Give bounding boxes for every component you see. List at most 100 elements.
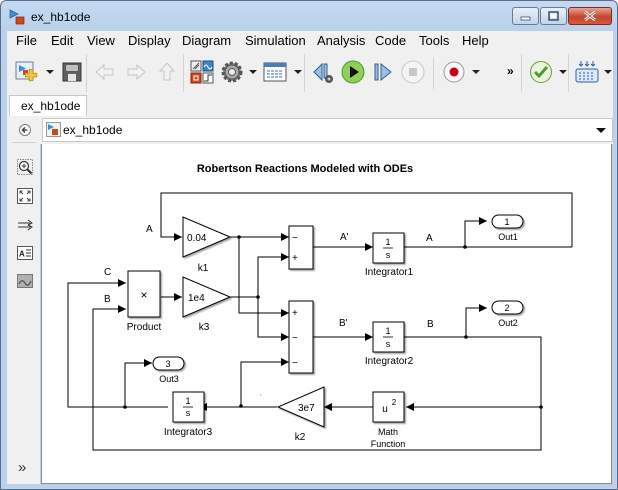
sum-block-1[interactable]: − + xyxy=(288,225,314,270)
tab-ex-hb1ode[interactable]: ex_hb1ode xyxy=(9,95,87,116)
step-forward-icon[interactable] xyxy=(371,60,395,84)
build-dropdown-caret[interactable] xyxy=(604,70,612,74)
int1-label: Integrator1 xyxy=(365,267,414,278)
integrator-block-3[interactable]: 1 s Integrator3 xyxy=(164,391,213,438)
tab-strip: ex_hb1ode xyxy=(7,93,613,116)
run-icon[interactable] xyxy=(341,60,365,84)
signal-routing-icon[interactable] xyxy=(17,217,33,233)
signal-b-to-out2 xyxy=(465,304,487,337)
junction-dots xyxy=(123,235,543,409)
up-icon[interactable] xyxy=(155,60,179,84)
outport-1[interactable]: 1 Out1 xyxy=(491,214,524,242)
int1-den: s xyxy=(386,250,391,260)
toolbar-overflow-button[interactable]: » xyxy=(507,64,514,78)
model-path-bar[interactable]: ex_hb1ode xyxy=(42,118,613,142)
save-icon[interactable] xyxy=(60,60,84,84)
signal-k3-to-sum2 xyxy=(257,297,289,341)
menu-diagram[interactable]: Diagram xyxy=(182,33,232,48)
signal-label-c-prime: ' xyxy=(260,393,262,402)
zoom-in-icon[interactable] xyxy=(17,159,33,175)
outport-2[interactable]: 2 Out2 xyxy=(491,300,524,328)
menu-help[interactable]: Help xyxy=(462,33,489,48)
menu-analysis[interactable]: Analysis xyxy=(317,33,366,48)
int3-label: Integrator3 xyxy=(164,427,213,438)
gain-k2-label: k2 xyxy=(295,432,306,443)
diagram-title: Robertson Reactions Modeled with ODEs xyxy=(197,163,413,175)
gain-k1-label: k1 xyxy=(198,263,209,274)
annotation-icon[interactable]: A xyxy=(17,245,33,261)
signal-c xyxy=(67,279,168,408)
out1-number: 1 xyxy=(504,217,509,227)
menu-simulation[interactable]: Simulation xyxy=(245,33,306,48)
new-dropdown-caret[interactable] xyxy=(46,70,54,74)
signal-lines xyxy=(67,192,573,451)
gain-k1-value: 0.04 xyxy=(187,233,207,244)
signal-c-to-out3 xyxy=(124,359,152,407)
int2-label: Integrator2 xyxy=(365,356,414,367)
gain-block-k3[interactable]: 1e4 k3 xyxy=(182,276,232,333)
menu-tools[interactable]: Tools xyxy=(419,33,450,48)
gain-block-k2[interactable]: 3e7 k2 xyxy=(276,386,325,443)
gain-k3-value: 1e4 xyxy=(188,293,205,304)
sum2-sign-3: − xyxy=(292,358,298,369)
menu-edit[interactable]: Edit xyxy=(51,33,74,48)
back-circle-icon[interactable] xyxy=(17,122,33,138)
signal-label-a-prime: A' xyxy=(340,232,349,243)
integrator-block-2[interactable]: 1 s Integrator2 xyxy=(365,321,414,367)
record-dropdown-caret[interactable] xyxy=(472,70,480,74)
new-model-icon[interactable] xyxy=(15,60,39,84)
product-symbol: × xyxy=(140,288,147,302)
palette-pane: A » xyxy=(7,116,40,484)
expand-palette-button[interactable]: » xyxy=(18,459,27,476)
math-label-line2: Function xyxy=(371,439,406,449)
signal-a-to-out1 xyxy=(464,217,487,247)
forward-icon[interactable] xyxy=(124,60,148,84)
gain-block-k1[interactable]: 0.04 k1 xyxy=(182,216,232,274)
stop-icon[interactable] xyxy=(401,60,425,84)
signal-k1-to-sum2 xyxy=(238,237,289,317)
menu-file[interactable]: File xyxy=(16,33,37,48)
build-icon[interactable] xyxy=(575,60,599,84)
block-diagram: Robertson Reactions Modeled with ODEs xyxy=(67,163,573,451)
math-base: u xyxy=(382,404,388,415)
int1-num: 1 xyxy=(385,237,390,247)
product-block[interactable]: × Product xyxy=(127,270,162,333)
int2-den: s xyxy=(386,339,391,349)
settings-dropdown-caret[interactable] xyxy=(249,70,257,74)
record-icon[interactable] xyxy=(442,60,466,84)
minimize-icon xyxy=(520,16,531,21)
step-back-icon[interactable] xyxy=(312,60,336,84)
signal-label-a-out: A xyxy=(426,233,433,244)
integrator-block-1[interactable]: 1 s Integrator1 xyxy=(365,232,414,278)
explorer-dropdown-caret[interactable] xyxy=(294,70,302,74)
title-bar: ex_hb1ode xyxy=(1,1,617,31)
path-dropdown-icon[interactable] xyxy=(596,128,606,133)
int3-num: 1 xyxy=(185,396,190,406)
maximize-button[interactable] xyxy=(540,7,567,25)
settings-gear-icon[interactable] xyxy=(220,60,244,84)
math-function-block[interactable]: u 2 Math Function xyxy=(371,391,406,449)
menu-code[interactable]: Code xyxy=(375,33,407,48)
library-browser-icon[interactable] xyxy=(190,60,214,84)
product-label: Product xyxy=(127,322,162,333)
sum1-sign-1: − xyxy=(292,233,298,244)
outport-3[interactable]: 3 Out3 xyxy=(152,356,185,384)
image-icon[interactable] xyxy=(17,273,33,289)
menu-view[interactable]: View xyxy=(87,33,115,48)
maximize-icon xyxy=(548,11,559,21)
fit-view-icon[interactable] xyxy=(17,188,33,204)
minimize-button[interactable] xyxy=(512,7,539,25)
menu-display[interactable]: Display xyxy=(128,33,171,48)
menu-bar: File Edit View Display Diagram Simulatio… xyxy=(7,31,613,51)
close-button[interactable] xyxy=(568,7,612,25)
signal-label-b-prime: B' xyxy=(339,318,348,329)
toolbar: » xyxy=(7,51,613,94)
model-path-text: ex_hb1ode xyxy=(63,123,123,137)
sum-block-2[interactable]: + − − xyxy=(288,300,314,374)
model-explorer-icon[interactable] xyxy=(263,60,287,84)
check-icon[interactable] xyxy=(529,60,553,84)
back-icon[interactable] xyxy=(93,60,117,84)
check-dropdown-caret[interactable] xyxy=(559,70,567,74)
diagram-canvas[interactable]: Robertson Reactions Modeled with ODEs xyxy=(41,144,612,484)
